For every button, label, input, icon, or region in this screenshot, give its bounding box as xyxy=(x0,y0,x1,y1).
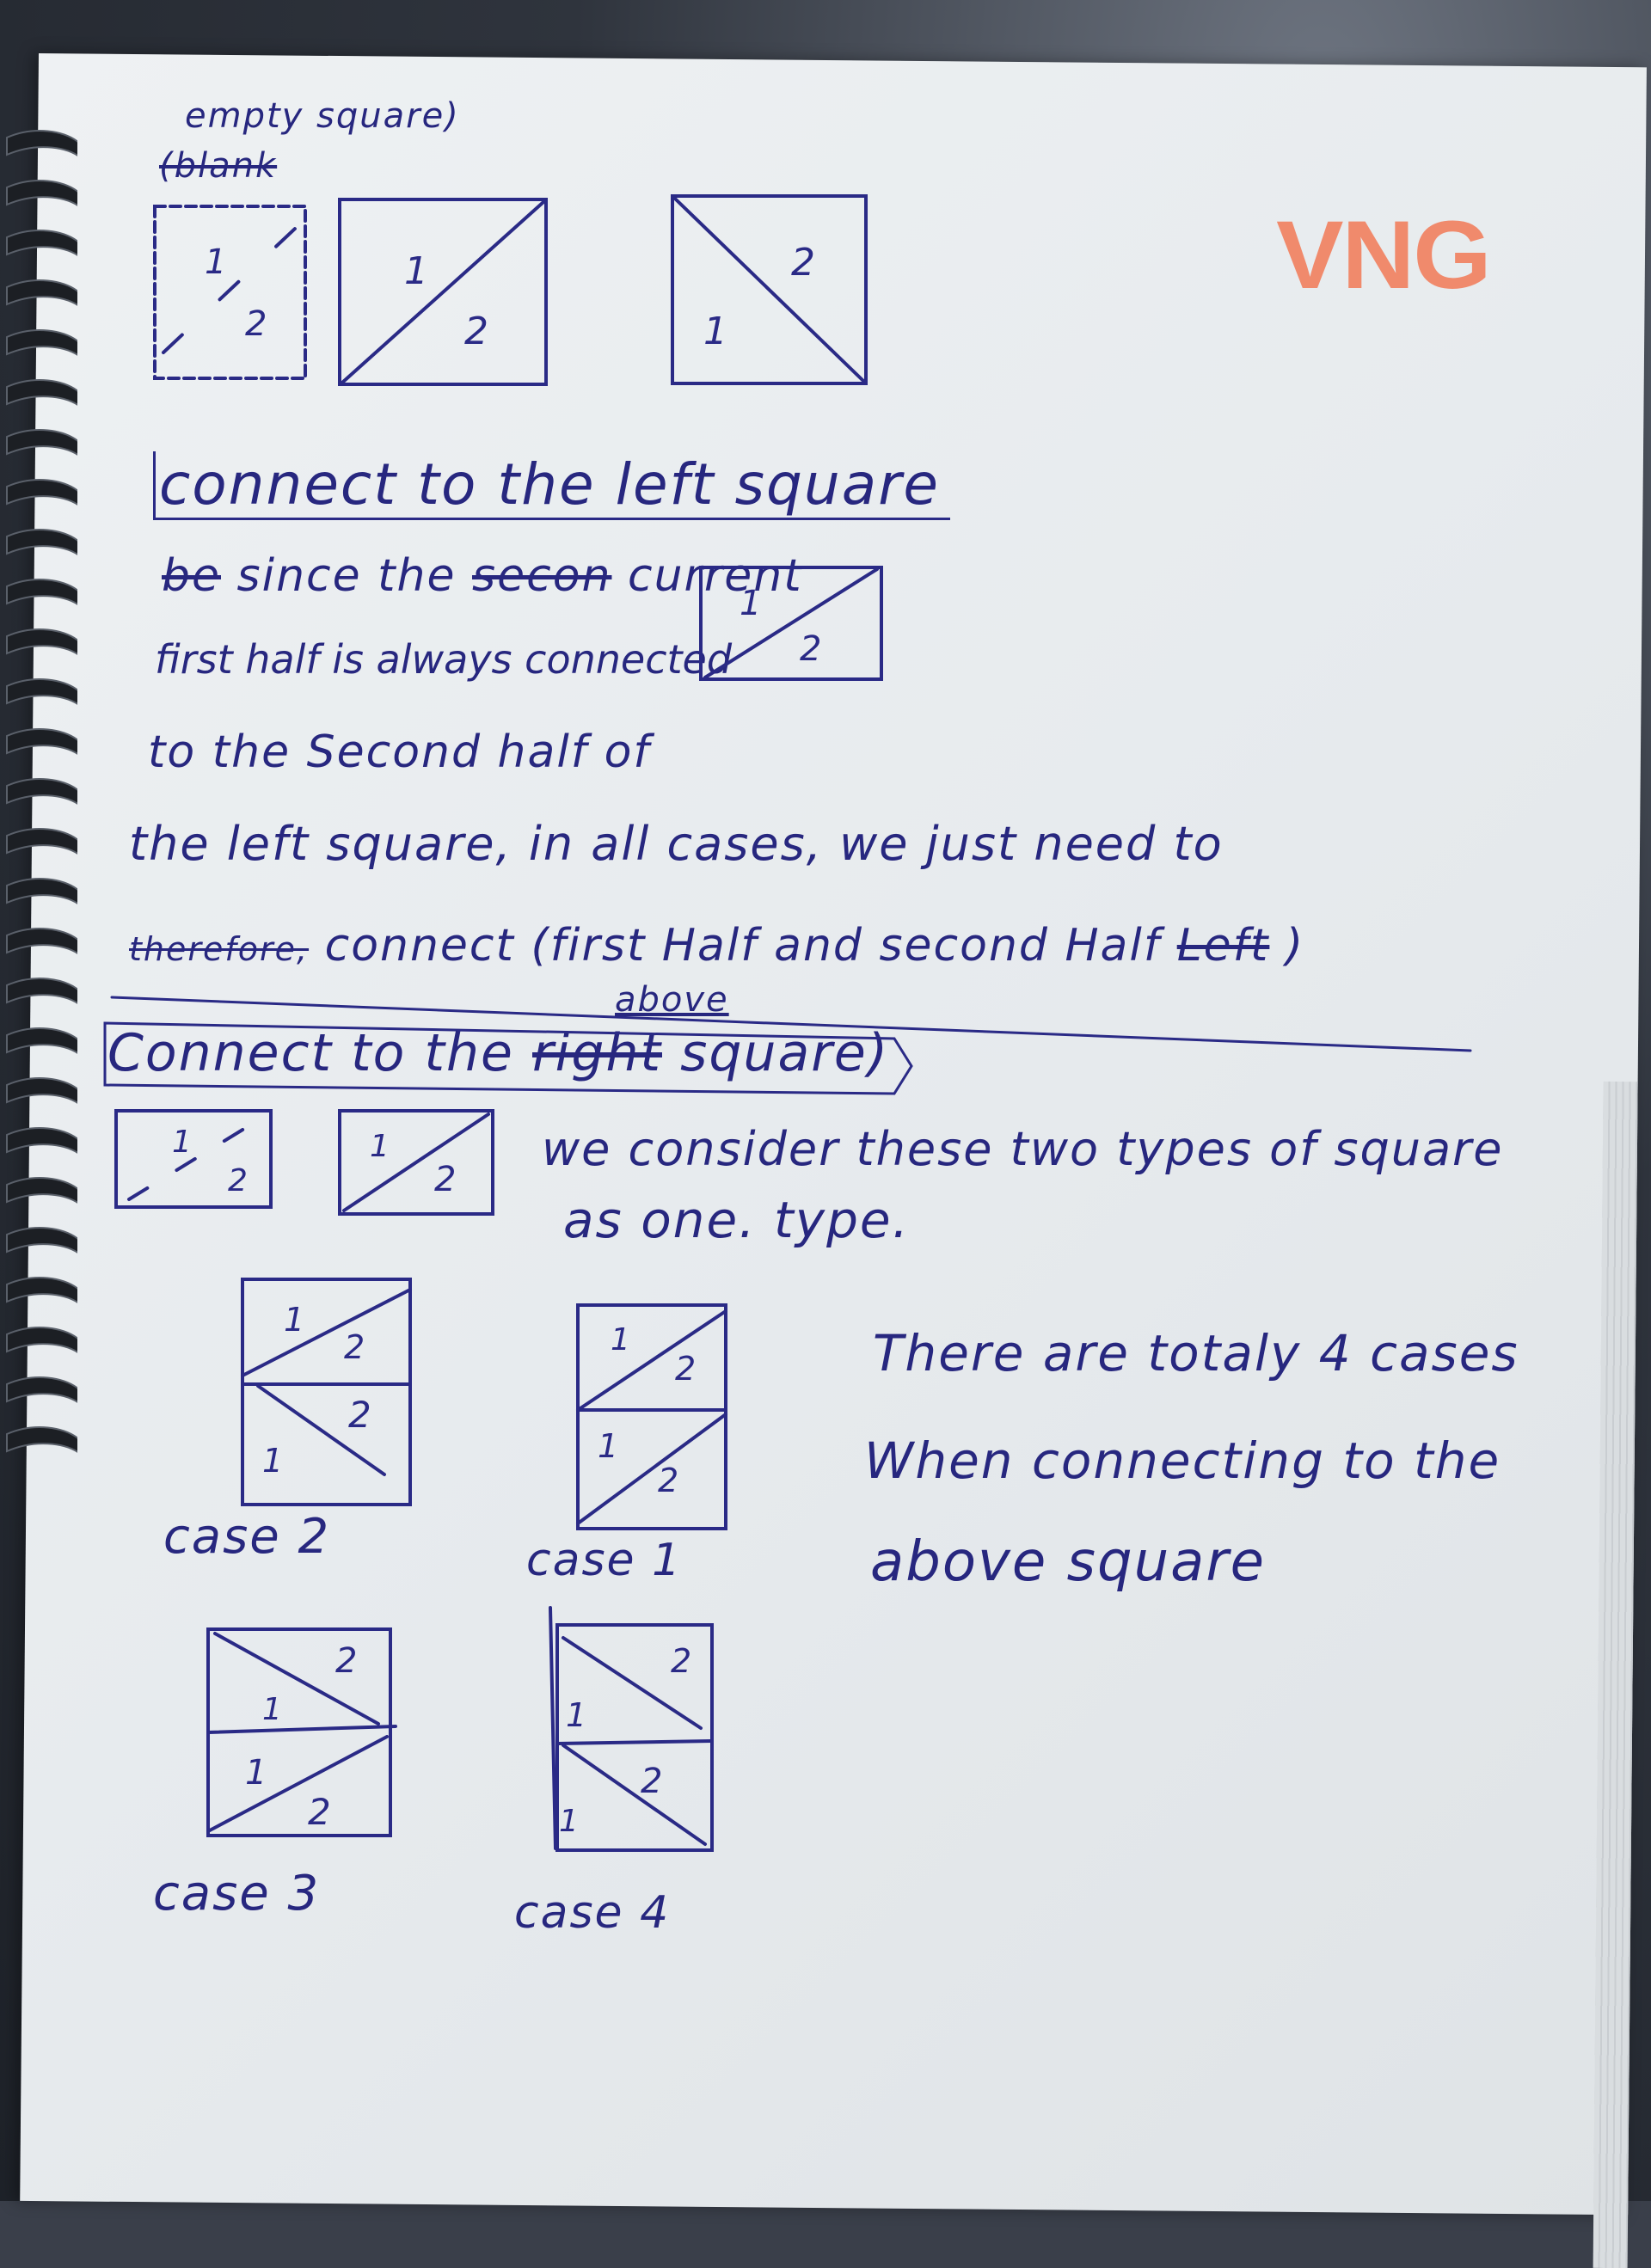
right-title-box xyxy=(103,1021,913,1095)
svg-text:2: 2 xyxy=(344,1328,365,1366)
digit-1: 1 xyxy=(703,310,727,353)
svg-text:1: 1 xyxy=(284,1301,304,1339)
spiral-coil xyxy=(6,579,77,605)
separator-line xyxy=(110,996,1472,1052)
cases-note-line1: There are totaly 4 cases xyxy=(873,1324,1519,1382)
svg-text:1: 1 xyxy=(611,1322,630,1358)
small-diagonal-square: 1 2 xyxy=(338,1109,494,1216)
struck-word-be: be xyxy=(162,550,221,602)
digit-2: 2 xyxy=(791,241,815,285)
spiral-coil xyxy=(6,928,77,954)
svg-text:2: 2 xyxy=(228,1163,248,1198)
case3-diagram: 2 1 1 2 xyxy=(206,1627,397,1837)
spiral-coil xyxy=(6,778,77,805)
sketches: 1 2 1 2 2 1 1 2 1 2 1 2 xyxy=(103,194,1472,1852)
cases-note-line2: When connecting to the xyxy=(864,1431,1501,1490)
spiral-coil xyxy=(6,529,77,555)
section-left-line3: to the Second half of xyxy=(148,726,651,778)
spiral-coil xyxy=(6,678,77,705)
spiral-coil xyxy=(6,1227,77,1254)
svg-text:2: 2 xyxy=(671,1642,691,1680)
svg-text:2: 2 xyxy=(675,1350,696,1388)
since-the: since the xyxy=(236,550,457,602)
svg-text:1: 1 xyxy=(262,1692,282,1727)
connect-to-the: Connect to the xyxy=(107,1023,514,1083)
empty-square-note: empty square) xyxy=(185,96,460,136)
spiral-coil xyxy=(6,130,77,156)
digit-2: 2 xyxy=(464,310,488,353)
connect-first-half: connect (first Half and second Half xyxy=(324,920,1162,972)
svg-text:1: 1 xyxy=(370,1129,390,1164)
digit-2: 2 xyxy=(245,304,267,344)
spiral-coil xyxy=(6,828,77,855)
consider-line1: we consider these two types of square xyxy=(542,1122,1504,1176)
spiral-coil xyxy=(6,479,77,506)
spiral-coil xyxy=(6,1027,77,1054)
spiral-coil xyxy=(6,978,77,1004)
dashed-diagonal-square: 1 2 xyxy=(153,205,311,380)
spiral-coil xyxy=(6,379,77,406)
brand-logo: VNG xyxy=(1276,201,1492,309)
svg-text:1: 1 xyxy=(262,1442,283,1480)
small-dashed-square: 1 2 xyxy=(114,1109,273,1209)
digit-1: 1 xyxy=(740,584,761,623)
square-word: square) xyxy=(680,1023,890,1083)
inline-square: 1 2 xyxy=(699,566,883,681)
section-left-title: connect to the left square xyxy=(153,451,950,520)
struck-word-secon: secon xyxy=(472,550,612,602)
spiral-coil xyxy=(6,230,77,256)
digit-1: 1 xyxy=(404,249,428,293)
svg-text:2: 2 xyxy=(348,1394,371,1436)
struck-word-therefore: therefore, xyxy=(129,930,310,968)
svg-text:1: 1 xyxy=(245,1753,267,1793)
spiral-coil xyxy=(6,1177,77,1204)
svg-text:1: 1 xyxy=(559,1804,579,1839)
case1-label: case 1 xyxy=(526,1535,683,1586)
spiral-coil xyxy=(6,628,77,655)
digit-1: 1 xyxy=(205,242,226,282)
consider-line2: as one. type. xyxy=(563,1191,910,1249)
svg-text:1: 1 xyxy=(598,1427,618,1465)
spiral-coil xyxy=(6,878,77,904)
spiral-coil xyxy=(6,329,77,356)
svg-text:2: 2 xyxy=(335,1641,357,1681)
section-left-line5: therefore, connect (first Half and secon… xyxy=(129,920,1304,972)
spiral-coil xyxy=(6,429,77,456)
case3-label: case 3 xyxy=(153,1866,321,1922)
svg-text:2: 2 xyxy=(658,1462,678,1499)
spiral-coil xyxy=(6,1426,77,1453)
section-left-line2: first half is always connected xyxy=(155,636,733,683)
section-left-line1: be since the secon current xyxy=(162,550,803,602)
spiral-coil xyxy=(6,1077,77,1104)
digit-2: 2 xyxy=(800,629,821,669)
blank-struck-note: (blank xyxy=(159,146,278,186)
anti-diagonal-square: 2 1 xyxy=(671,194,868,385)
section-left-line4: the left square, in all cases, we just n… xyxy=(129,817,1224,871)
spiral-coil xyxy=(6,1376,77,1403)
current-word: current xyxy=(628,550,803,602)
diagonal-square: 1 2 xyxy=(338,198,548,386)
case1-diagram: 1 2 1 2 xyxy=(576,1303,727,1530)
svg-text:1: 1 xyxy=(172,1125,192,1160)
case4-diagram: 2 1 2 1 xyxy=(549,1606,714,1852)
svg-text:1: 1 xyxy=(566,1696,586,1734)
svg-text:2: 2 xyxy=(308,1791,331,1833)
svg-text:2: 2 xyxy=(434,1160,456,1199)
spiral-coil xyxy=(6,1327,77,1353)
spiral-coil xyxy=(6,728,77,755)
case2-label: case 2 xyxy=(163,1509,331,1565)
spiral-coil xyxy=(6,1127,77,1154)
close-paren: ) xyxy=(1285,920,1305,972)
svg-text:2: 2 xyxy=(641,1762,662,1801)
case2-diagram: 1 2 2 1 xyxy=(241,1278,412,1506)
cases-note-line3: above square xyxy=(870,1530,1267,1594)
spiral-binding xyxy=(6,130,77,1453)
struck-word-left: Left xyxy=(1176,920,1270,972)
spiral-coil xyxy=(6,1277,77,1303)
spiral-coil xyxy=(6,279,77,306)
spiral-coil xyxy=(6,180,77,206)
above-insert: above xyxy=(615,980,729,1020)
case4-label: case 4 xyxy=(514,1887,671,1939)
